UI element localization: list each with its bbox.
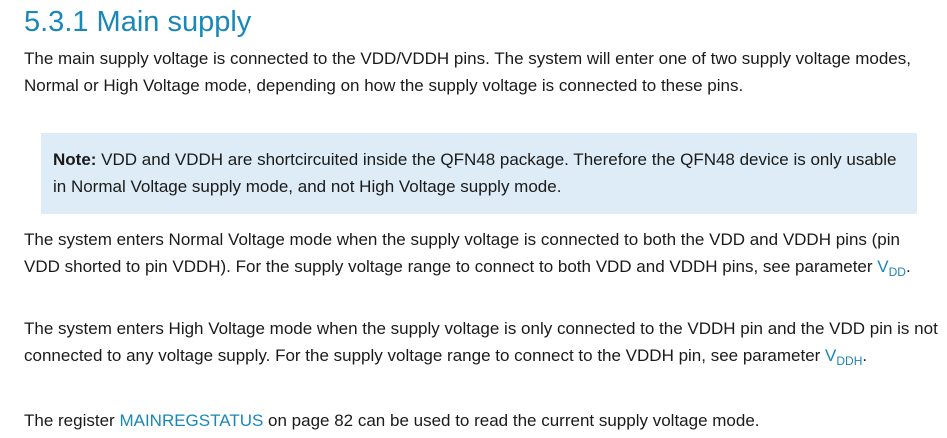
vdd-parameter-subscript: DD xyxy=(888,264,906,279)
high-voltage-text: The system enters High Voltage mode when… xyxy=(24,319,938,365)
note-text: VDD and VDDH are shortcircuited inside t… xyxy=(53,150,897,196)
note-label: Note: xyxy=(53,150,97,169)
high-voltage-paragraph: The system enters High Voltage mode when… xyxy=(24,316,939,369)
section-heading: 5.3.1 Main supply xyxy=(24,6,252,38)
vdd-parameter-link[interactable]: VDD xyxy=(877,256,906,279)
vddh-parameter-subscript: DDH xyxy=(836,353,863,368)
vdd-parameter-symbol: V xyxy=(877,256,889,276)
register-pre-text: The register xyxy=(24,411,120,430)
normal-voltage-end: . xyxy=(905,256,911,276)
vddh-parameter-link[interactable]: VDDH xyxy=(825,345,863,368)
high-voltage-end: . xyxy=(862,345,868,365)
register-paragraph: The register MAINREGSTATUS on page 82 ca… xyxy=(24,408,939,435)
intro-paragraph: The main supply voltage is connected to … xyxy=(24,49,911,95)
note-paragraph: Note: VDD and VDDH are shortcircuited in… xyxy=(53,147,905,200)
register-post-text: on page 82 can be used to read the curre… xyxy=(263,411,760,430)
vddh-parameter-symbol: V xyxy=(825,345,837,365)
mainregstatus-link[interactable]: MAINREGSTATUS xyxy=(119,411,264,430)
normal-voltage-paragraph: The system enters Normal Voltage mode wh… xyxy=(24,227,939,280)
normal-voltage-text: The system enters Normal Voltage mode wh… xyxy=(24,230,900,276)
note-box: Note: VDD and VDDH are shortcircuited in… xyxy=(41,133,917,214)
